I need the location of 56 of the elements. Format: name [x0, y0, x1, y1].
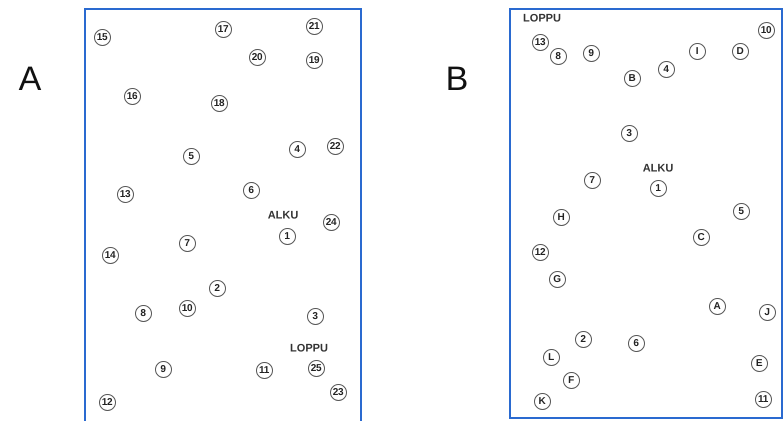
numbered-circle: 13 — [116, 186, 134, 202]
numbered-circle: 13 — [532, 34, 548, 50]
numbered-circle: 11 — [754, 390, 772, 408]
numbered-circle: 2 — [208, 280, 226, 296]
circle-caption: LOPPU — [290, 344, 328, 354]
numbered-circle: 15 — [94, 28, 110, 46]
numbered-circle: 10 — [178, 300, 196, 316]
numbered-circle: 9 — [582, 44, 600, 62]
numbered-circle: 4 — [288, 140, 306, 158]
numbered-circle: 8 — [134, 304, 152, 322]
numbered-circle: 10 — [758, 22, 774, 38]
circle-caption: ALKU — [268, 210, 298, 222]
numbered-circle: H — [552, 208, 570, 226]
numbered-circle: 11 — [256, 362, 272, 378]
numbered-circle: 22 — [326, 138, 344, 154]
numbered-circle: B — [624, 70, 640, 86]
numbered-circle: 6 — [628, 334, 644, 352]
numbered-circle: A — [708, 298, 726, 314]
numbered-circle: 8 — [550, 48, 566, 64]
numbered-circle: I — [688, 42, 706, 60]
numbered-circle: 21 — [306, 18, 322, 34]
numbered-circle: 7 — [584, 172, 600, 188]
numbered-circle: 5 — [732, 202, 750, 220]
numbered-circle: 20 — [248, 48, 266, 66]
numbered-circle: 9 — [154, 360, 172, 378]
numbered-circle: 4 — [658, 60, 674, 78]
numbered-circle: 1 — [650, 180, 666, 196]
numbered-circle: 19 — [306, 52, 322, 68]
panel-heading: A — [18, 62, 42, 96]
numbered-circle: F — [562, 372, 580, 388]
numbered-circle: C — [692, 228, 710, 246]
numbered-circle: 24 — [322, 214, 340, 230]
numbered-circle: 5 — [182, 148, 200, 164]
numbered-circle: 3 — [620, 124, 638, 142]
numbered-circle: 16 — [124, 88, 140, 104]
numbered-circle: E — [750, 354, 768, 372]
numbered-circle: 12 — [98, 394, 116, 410]
numbered-circle: K — [534, 392, 550, 410]
numbered-circle: 6 — [242, 182, 260, 198]
numbered-circle: J — [758, 304, 776, 320]
numbered-circle: 2 — [574, 330, 592, 348]
numbered-circle: 3 — [306, 308, 324, 324]
panel-heading: B — [446, 62, 468, 96]
numbered-circle: 1 — [278, 228, 296, 244]
circle-caption: ALKU — [642, 164, 674, 174]
numbered-circle: 7 — [178, 234, 196, 252]
numbered-circle: 23 — [330, 384, 346, 400]
numbered-circle: 14 — [102, 246, 118, 264]
numbered-circle: 18 — [210, 94, 228, 112]
numbered-circle: G — [548, 270, 566, 288]
numbered-circle: D — [732, 42, 748, 60]
numbered-circle: L — [542, 348, 560, 366]
numbered-circle: 12 — [532, 244, 548, 260]
numbered-circle: 25 — [308, 360, 324, 376]
numbered-circle: 17 — [214, 20, 232, 38]
circle-caption: LOPPU — [523, 14, 561, 24]
